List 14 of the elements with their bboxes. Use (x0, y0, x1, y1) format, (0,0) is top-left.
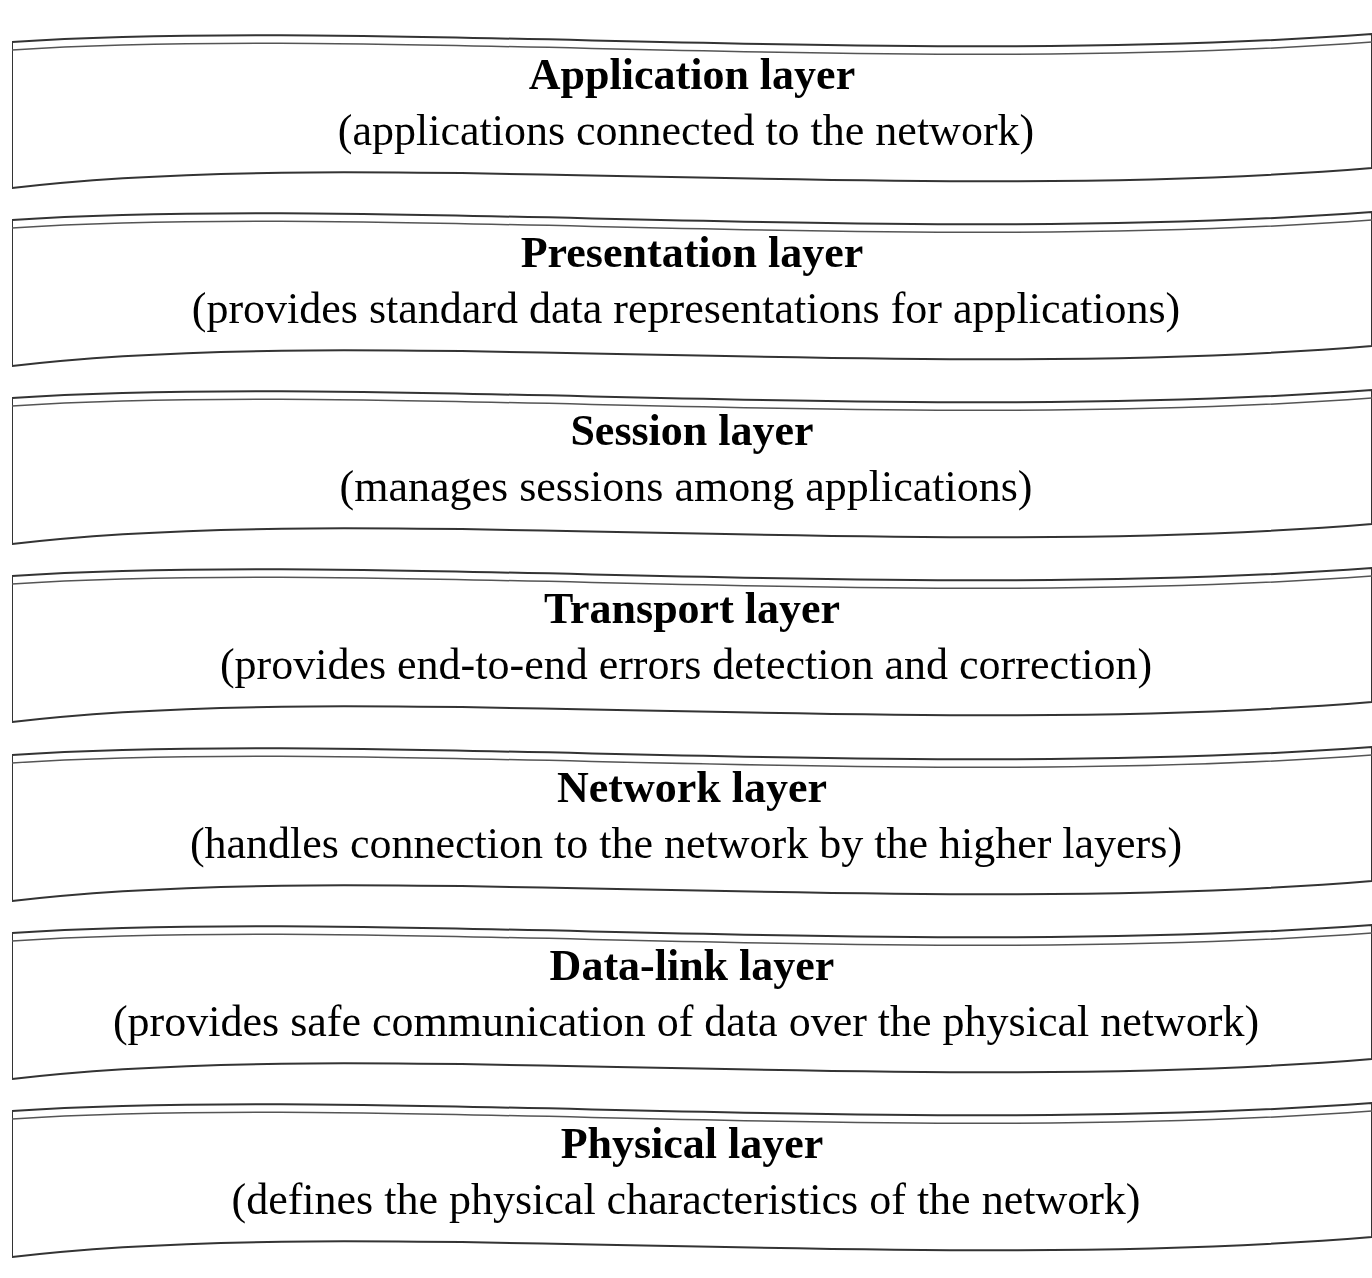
layer-name: Physical layer (560, 1118, 824, 1170)
layer-name: Data-link layer (549, 940, 835, 992)
layer-description: (defines the physical characteristics of the network) (231, 1174, 1141, 1226)
layer-description: (manages sessions among applications) (339, 461, 1033, 513)
layer-description: (provides end-to-end errors detection and correction) (219, 639, 1153, 691)
layer-name: Application layer (528, 49, 856, 101)
layer-name: Session layer (570, 405, 814, 457)
layer-description: (provides standard data representations for applications) (191, 283, 1181, 335)
layer-name: Transport layer (543, 583, 841, 635)
layer-name: Presentation layer (520, 227, 864, 279)
layer-name: Network layer (557, 762, 827, 814)
layer-description: (provides safe communication of data over the physical network) (112, 996, 1260, 1048)
layer-description: (applications connected to the network) (337, 105, 1035, 157)
layer-description: (handles connection to the network by the higher layers) (189, 818, 1183, 870)
